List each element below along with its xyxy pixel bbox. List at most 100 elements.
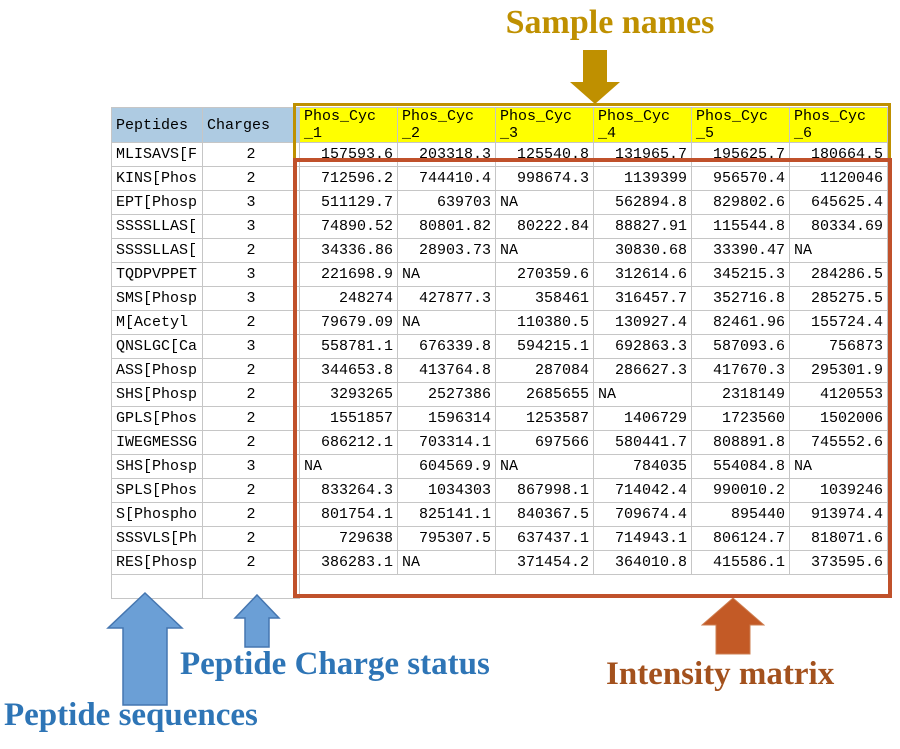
intensity-value-cell[interactable]: 285275.5: [789, 286, 888, 311]
peptide-cell[interactable]: MLISAVS[F: [111, 142, 203, 167]
intensity-value-cell[interactable]: 125540.8: [495, 142, 594, 167]
intensity-value-cell[interactable]: 714943.1: [593, 526, 692, 551]
intensity-value-cell[interactable]: 806124.7: [691, 526, 790, 551]
peptide-cell[interactable]: IWEGMESSG: [111, 430, 203, 455]
charge-cell[interactable]: 2: [202, 502, 300, 527]
intensity-value-cell[interactable]: 82461.96: [691, 310, 790, 335]
intensity-value-cell[interactable]: 157593.6: [299, 142, 398, 167]
intensity-value-cell[interactable]: 2527386: [397, 382, 496, 407]
charges-column-header[interactable]: Charges: [202, 107, 300, 143]
intensity-value-cell[interactable]: 956570.4: [691, 166, 790, 191]
intensity-value-cell[interactable]: 818071.6: [789, 526, 888, 551]
intensity-value-cell[interactable]: 825141.1: [397, 502, 496, 527]
peptide-cell[interactable]: EPT[Phosp: [111, 190, 203, 215]
peptide-cell[interactable]: S[Phospho: [111, 502, 203, 527]
intensity-value-cell[interactable]: 286627.3: [593, 358, 692, 383]
intensity-value-cell[interactable]: 1039246: [789, 478, 888, 503]
intensity-value-cell[interactable]: 110380.5: [495, 310, 594, 335]
charge-cell[interactable]: 2: [202, 310, 300, 335]
intensity-value-cell[interactable]: 562894.8: [593, 190, 692, 215]
intensity-value-cell[interactable]: 840367.5: [495, 502, 594, 527]
intensity-value-cell[interactable]: 284286.5: [789, 262, 888, 287]
intensity-value-cell[interactable]: 270359.6: [495, 262, 594, 287]
intensity-value-cell[interactable]: 998674.3: [495, 166, 594, 191]
intensity-value-cell[interactable]: 580441.7: [593, 430, 692, 455]
intensity-value-cell[interactable]: 80222.84: [495, 214, 594, 239]
intensity-value-cell[interactable]: 1120046: [789, 166, 888, 191]
intensity-value-cell[interactable]: 413764.8: [397, 358, 496, 383]
intensity-value-cell[interactable]: 344653.8: [299, 358, 398, 383]
charge-cell[interactable]: 3: [202, 454, 300, 479]
intensity-value-cell[interactable]: 697566: [495, 430, 594, 455]
intensity-value-cell[interactable]: 1139399: [593, 166, 692, 191]
intensity-value-cell[interactable]: 80801.82: [397, 214, 496, 239]
peptide-cell[interactable]: SHS[Phosp: [111, 382, 203, 407]
peptide-cell[interactable]: KINS[Phos: [111, 166, 203, 191]
intensity-value-cell[interactable]: NA: [789, 238, 888, 263]
intensity-value-cell[interactable]: 115544.8: [691, 214, 790, 239]
intensity-value-cell[interactable]: 130927.4: [593, 310, 692, 335]
intensity-value-cell[interactable]: 415586.1: [691, 550, 790, 575]
intensity-value-cell[interactable]: 745552.6: [789, 430, 888, 455]
intensity-value-cell[interactable]: 829802.6: [691, 190, 790, 215]
intensity-value-cell[interactable]: 155724.4: [789, 310, 888, 335]
charge-cell[interactable]: 2: [202, 166, 300, 191]
charge-cell[interactable]: 3: [202, 262, 300, 287]
intensity-value-cell[interactable]: 180664.5: [789, 142, 888, 167]
peptides-column-header[interactable]: Peptides: [111, 107, 203, 143]
intensity-value-cell[interactable]: 637437.1: [495, 526, 594, 551]
intensity-value-cell[interactable]: 913974.4: [789, 502, 888, 527]
peptide-cell[interactable]: SMS[Phosp: [111, 286, 203, 311]
peptide-cell[interactable]: SSSVLS[Ph: [111, 526, 203, 551]
intensity-value-cell[interactable]: 358461: [495, 286, 594, 311]
intensity-value-cell[interactable]: 295301.9: [789, 358, 888, 383]
sample-column-header[interactable]: Phos_Cyc_5: [691, 107, 790, 143]
intensity-value-cell[interactable]: 1551857: [299, 406, 398, 431]
intensity-value-cell[interactable]: 645625.4: [789, 190, 888, 215]
intensity-value-cell[interactable]: 867998.1: [495, 478, 594, 503]
charge-cell[interactable]: 2: [202, 430, 300, 455]
peptide-cell[interactable]: TQDPVPPET: [111, 262, 203, 287]
sample-column-header[interactable]: Phos_Cyc_3: [495, 107, 594, 143]
intensity-value-cell[interactable]: 4120553: [789, 382, 888, 407]
intensity-value-cell[interactable]: 756873: [789, 334, 888, 359]
intensity-value-cell[interactable]: 714042.4: [593, 478, 692, 503]
intensity-value-cell[interactable]: NA: [299, 454, 398, 479]
charge-cell[interactable]: 2: [202, 406, 300, 431]
charge-cell[interactable]: 2: [202, 142, 300, 167]
sample-column-header[interactable]: Phos_Cyc_2: [397, 107, 496, 143]
peptide-cell[interactable]: SPLS[Phos: [111, 478, 203, 503]
peptide-cell[interactable]: RES[Phosp: [111, 550, 203, 575]
peptide-cell[interactable]: QNSLGC[Ca: [111, 334, 203, 359]
charge-cell[interactable]: 2: [202, 550, 300, 575]
intensity-value-cell[interactable]: 604569.9: [397, 454, 496, 479]
intensity-value-cell[interactable]: 312614.6: [593, 262, 692, 287]
charge-cell[interactable]: 2: [202, 526, 300, 551]
intensity-value-cell[interactable]: 709674.4: [593, 502, 692, 527]
sample-column-header[interactable]: Phos_Cyc_1: [299, 107, 398, 143]
intensity-value-cell[interactable]: 427877.3: [397, 286, 496, 311]
intensity-value-cell[interactable]: 316457.7: [593, 286, 692, 311]
intensity-value-cell[interactable]: 511129.7: [299, 190, 398, 215]
charge-cell[interactable]: 3: [202, 190, 300, 215]
sample-column-header[interactable]: Phos_Cyc_6: [789, 107, 888, 143]
intensity-value-cell[interactable]: 1034303: [397, 478, 496, 503]
intensity-value-cell[interactable]: NA: [495, 238, 594, 263]
intensity-value-cell[interactable]: 1406729: [593, 406, 692, 431]
intensity-value-cell[interactable]: 34336.86: [299, 238, 398, 263]
intensity-value-cell[interactable]: NA: [789, 454, 888, 479]
intensity-value-cell[interactable]: 131965.7: [593, 142, 692, 167]
peptide-cell[interactable]: ASS[Phosp: [111, 358, 203, 383]
peptide-cell[interactable]: GPLS[Phos: [111, 406, 203, 431]
intensity-value-cell[interactable]: NA: [397, 310, 496, 335]
intensity-value-cell[interactable]: 639703: [397, 190, 496, 215]
intensity-value-cell[interactable]: 79679.09: [299, 310, 398, 335]
intensity-value-cell[interactable]: 373595.6: [789, 550, 888, 575]
intensity-value-cell[interactable]: 33390.47: [691, 238, 790, 263]
intensity-value-cell[interactable]: 1253587: [495, 406, 594, 431]
intensity-value-cell[interactable]: 692863.3: [593, 334, 692, 359]
intensity-value-cell[interactable]: 744410.4: [397, 166, 496, 191]
intensity-value-cell[interactable]: 417670.3: [691, 358, 790, 383]
intensity-value-cell[interactable]: 990010.2: [691, 478, 790, 503]
intensity-value-cell[interactable]: 558781.1: [299, 334, 398, 359]
